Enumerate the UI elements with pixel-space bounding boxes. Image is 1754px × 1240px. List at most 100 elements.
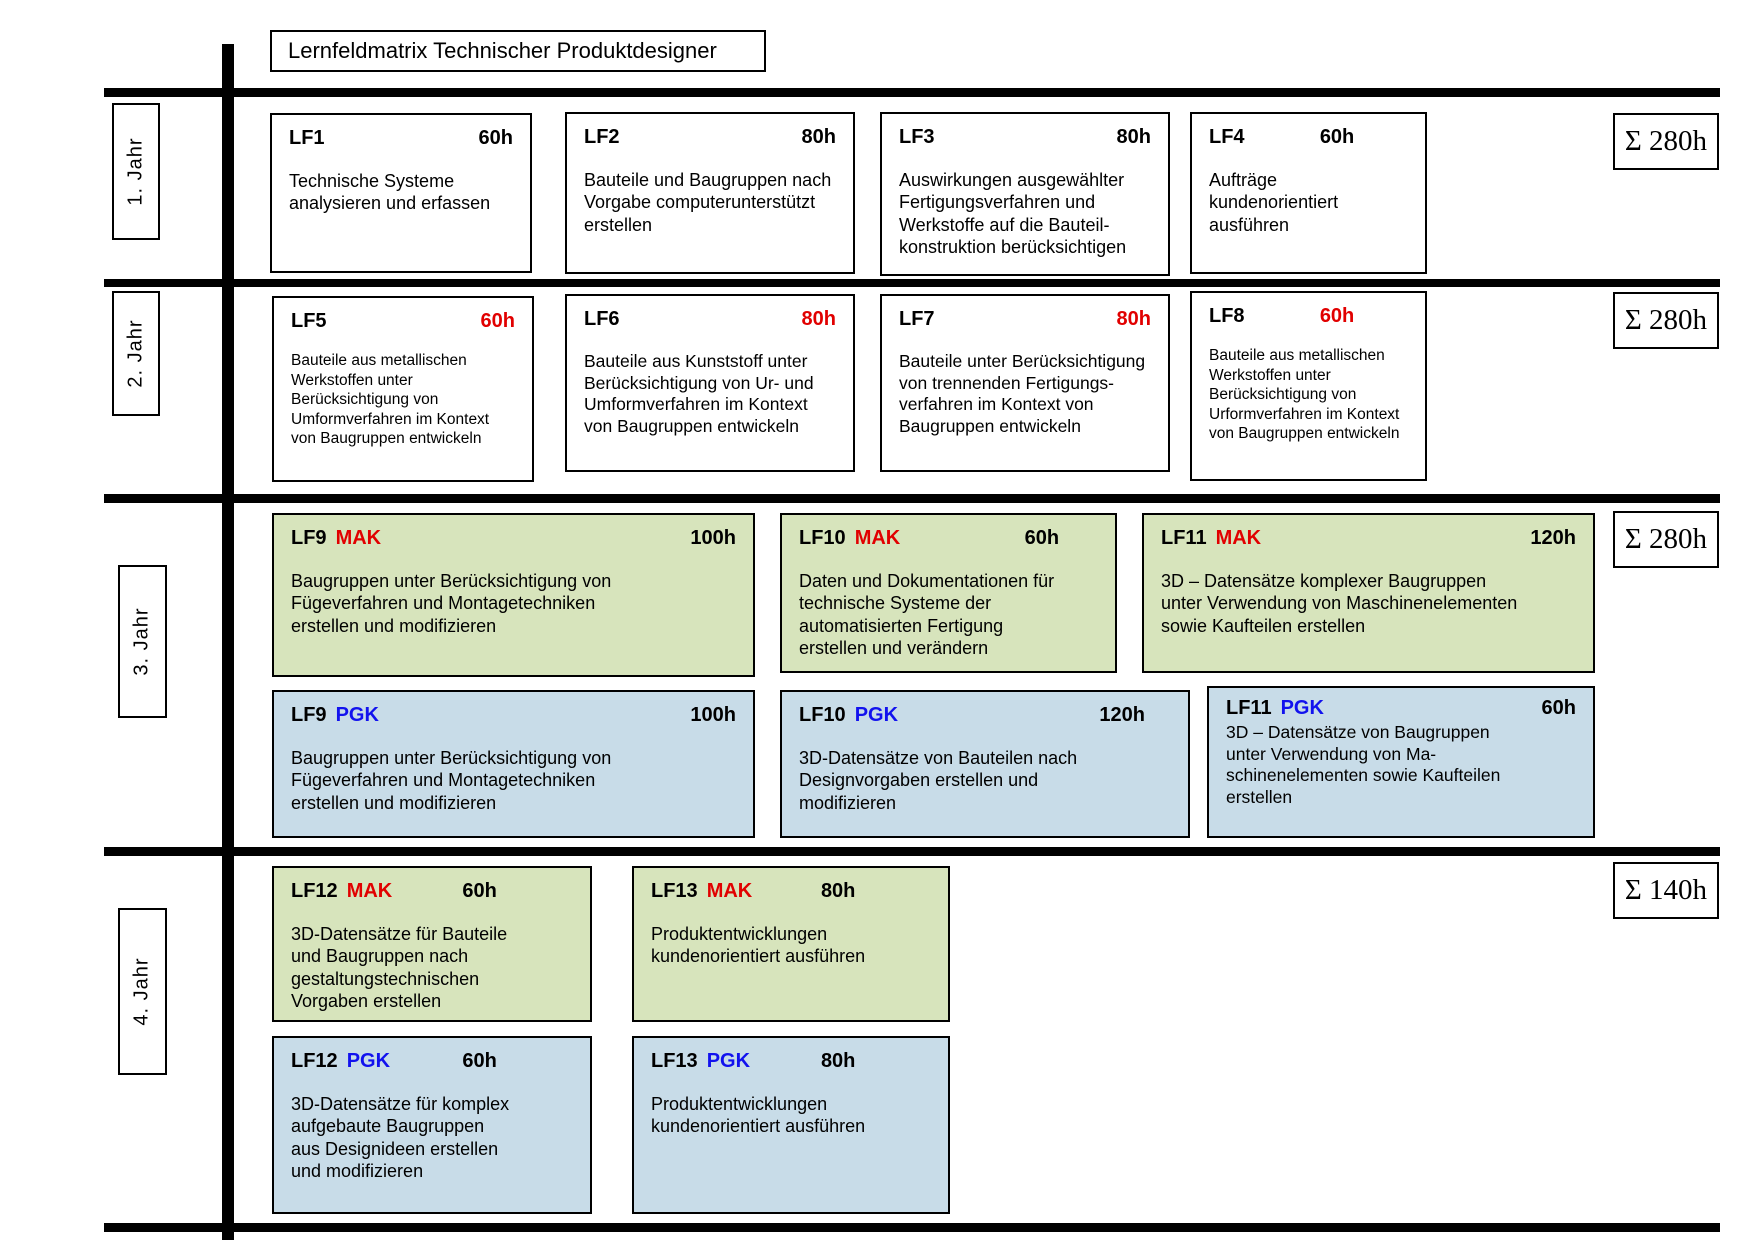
lf11-pgk-box: LF11 PGK 60h 3D – Datensätze von Baugrup… bbox=[1207, 686, 1595, 838]
lf5-header: LF5 60h bbox=[274, 298, 532, 333]
lf8-hours: 60h bbox=[1319, 305, 1355, 327]
lf7-id: LF7 bbox=[899, 308, 935, 330]
lf3-hours: 80h bbox=[1116, 126, 1151, 148]
lf12-pgk-header: LF12 PGK 60h bbox=[274, 1038, 590, 1073]
sum-year4: Σ 140h bbox=[1613, 862, 1719, 919]
year-1-text: 1. Jahr bbox=[124, 137, 147, 206]
year-4-text: 4. Jahr bbox=[131, 957, 153, 1026]
lf9-mak-hours: 100h bbox=[690, 527, 736, 549]
sum-year2: Σ 280h bbox=[1613, 292, 1719, 349]
lf13-mak-text: Produktentwicklungen kundenorientiert au… bbox=[651, 924, 866, 967]
lf3-header: LF3 80h bbox=[882, 114, 1168, 149]
lf10-pgk-box: LF10 PGK 120h 3D-Datensätze von Bauteile… bbox=[780, 690, 1190, 838]
lf1-hours: 60h bbox=[478, 127, 513, 149]
lf12-pgk-id: LF12 bbox=[291, 1050, 338, 1072]
lf4-header: LF4 60h bbox=[1192, 114, 1425, 149]
lf10-mak-text: Daten und Dokumentationen für technische… bbox=[799, 571, 1055, 658]
lf10-mak-tag: MAK bbox=[854, 527, 901, 549]
lf13-mak-box: LF13 MAK 80h Produktentwicklungen kunden… bbox=[632, 866, 950, 1022]
separator-top bbox=[104, 88, 1720, 97]
sum-year1: Σ 280h bbox=[1613, 113, 1719, 170]
lf1-text: Technische Systeme analysieren und erfas… bbox=[289, 171, 491, 214]
lf9-mak-tag: MAK bbox=[335, 527, 382, 549]
lf12-mak-text: 3D-Datensätze für Bauteile und Baugruppe… bbox=[291, 924, 508, 1011]
lf2-hours: 80h bbox=[801, 126, 836, 148]
lf7-box: LF7 80h Bauteile unter Berücksichtigung … bbox=[880, 294, 1170, 472]
sum-year4-text: Σ 140h bbox=[1624, 874, 1708, 906]
lf8-box: LF8 60h Bauteile aus metallischen Werkst… bbox=[1190, 291, 1427, 481]
lf7-text: Bauteile unter Berücksichtigung von tren… bbox=[899, 351, 1146, 437]
lf6-box: LF6 80h Bauteile aus Kunststoff unter Be… bbox=[565, 294, 855, 472]
lf2-box: LF2 80h Bauteile und Baugruppen nach Vor… bbox=[565, 112, 855, 274]
lf11-mak-id: LF11 bbox=[1161, 527, 1207, 549]
lf2-header: LF2 80h bbox=[567, 114, 853, 149]
lf4-hours: 60h bbox=[1319, 126, 1355, 148]
lf12-mak-box: LF12 MAK 60h 3D-Datensätze für Bauteile … bbox=[272, 866, 592, 1022]
lf5-hours: 60h bbox=[480, 310, 515, 332]
lf11-mak-box: LF11 MAK 120h 3D – Datensätze komplexer … bbox=[1142, 513, 1595, 673]
lf11-pgk-tag: PGK bbox=[1280, 697, 1324, 719]
lf9-mak-text: Baugruppen unter Berücksichtigung von Fü… bbox=[291, 571, 612, 636]
lf10-mak-box: LF10 MAK 60h Daten und Dokumentationen f… bbox=[780, 513, 1117, 673]
lf12-mak-header: LF12 MAK 60h bbox=[274, 868, 590, 903]
year-label-2: 2. Jahr bbox=[112, 291, 160, 416]
lf13-mak-hours: 80h bbox=[820, 880, 856, 902]
lf10-mak-id: LF10 bbox=[799, 527, 846, 549]
lf4-text: Aufträge kundenorientiert ausführen bbox=[1209, 170, 1339, 235]
lf9-pgk-text: Baugruppen unter Berücksichtigung von Fü… bbox=[291, 748, 612, 813]
lf6-header: LF6 80h bbox=[567, 296, 853, 331]
lf8-id: LF8 bbox=[1209, 305, 1245, 327]
lf7-header: LF7 80h bbox=[882, 296, 1168, 331]
sum-year1-text: Σ 280h bbox=[1624, 125, 1708, 157]
lf3-text: Auswirkungen ausgewählter Fertigungsverf… bbox=[899, 170, 1127, 257]
lf12-pgk-tag: PGK bbox=[346, 1050, 391, 1072]
lf11-pgk-id: LF11 bbox=[1226, 697, 1272, 719]
lf5-box: LF5 60h Bauteile aus metallischen Werkst… bbox=[272, 296, 534, 482]
lf4-id: LF4 bbox=[1209, 126, 1245, 148]
lf9-pgk-tag: PGK bbox=[335, 704, 379, 726]
lf10-pgk-hours: 120h bbox=[1099, 704, 1145, 726]
lf10-pgk-header: LF10 PGK 120h bbox=[782, 692, 1188, 727]
lf3-box: LF3 80h Auswirkungen ausgewählter Fertig… bbox=[880, 112, 1170, 276]
title-box: Lernfeldmatrix Technischer Produktdesign… bbox=[270, 30, 766, 72]
lf11-mak-tag: MAK bbox=[1215, 527, 1262, 549]
lf5-text: Bauteile aus metallischen Werkstoffen un… bbox=[291, 352, 490, 448]
lf12-mak-id: LF12 bbox=[291, 880, 338, 902]
separator-year1-year2 bbox=[104, 279, 1720, 287]
lf8-text: Bauteile aus metallischen Werkstoffen un… bbox=[1209, 347, 1400, 443]
year-label-4: 4. Jahr bbox=[118, 908, 167, 1075]
year-label-3: 3. Jahr bbox=[118, 565, 167, 718]
lf6-id: LF6 bbox=[584, 308, 620, 330]
lf11-mak-hours: 120h bbox=[1530, 527, 1576, 549]
lf4-box: LF4 60h Aufträge kundenorientiert ausfüh… bbox=[1190, 112, 1427, 274]
lf13-mak-header: LF13 MAK 80h bbox=[634, 868, 948, 903]
year-2-text: 2. Jahr bbox=[124, 319, 147, 388]
lf12-pgk-hours: 60h bbox=[462, 1050, 497, 1072]
lf10-pgk-id: LF10 bbox=[799, 704, 846, 726]
sum-year3: Σ 280h bbox=[1613, 511, 1719, 568]
separator-year2-year3 bbox=[104, 494, 1720, 503]
year-label-1: 1. Jahr bbox=[112, 103, 160, 240]
lf2-text: Bauteile und Baugruppen nach Vorgabe com… bbox=[584, 170, 832, 235]
lf5-id: LF5 bbox=[291, 310, 327, 332]
lf8-header: LF8 60h bbox=[1192, 293, 1425, 328]
lf12-pgk-box: LF12 PGK 60h 3D-Datensätze für komplex a… bbox=[272, 1036, 592, 1214]
lf11-mak-text: 3D – Datensätze komplexer Baugruppen unt… bbox=[1161, 571, 1518, 636]
lf11-pgk-header: LF11 PGK 60h bbox=[1209, 688, 1593, 720]
lf10-pgk-text: 3D-Datensätze von Bauteilen nach Designv… bbox=[799, 748, 1078, 813]
lf13-pgk-box: LF13 PGK 80h Produktentwicklungen kunden… bbox=[632, 1036, 950, 1214]
lf9-mak-id: LF9 bbox=[291, 527, 327, 549]
lf7-hours: 80h bbox=[1116, 308, 1151, 330]
lf9-mak-box: LF9 MAK 100h Baugruppen unter Berücksich… bbox=[272, 513, 755, 677]
lf3-id: LF3 bbox=[899, 126, 935, 148]
lf2-id: LF2 bbox=[584, 126, 620, 148]
lf13-pgk-tag: PGK bbox=[706, 1050, 751, 1072]
lf11-pgk-text: 3D – Datensätze von Baugruppen unter Ver… bbox=[1226, 722, 1501, 808]
lf13-pgk-hours: 80h bbox=[820, 1050, 856, 1072]
lf9-pgk-header: LF9 PGK 100h bbox=[274, 692, 753, 727]
lf1-box: LF1 60h Technische Systeme analysieren u… bbox=[270, 113, 532, 273]
page-title: Lernfeldmatrix Technischer Produktdesign… bbox=[288, 38, 717, 63]
lf12-pgk-text: 3D-Datensätze für komplex aufgebaute Bau… bbox=[291, 1094, 510, 1181]
lf9-mak-header: LF9 MAK 100h bbox=[274, 515, 753, 550]
